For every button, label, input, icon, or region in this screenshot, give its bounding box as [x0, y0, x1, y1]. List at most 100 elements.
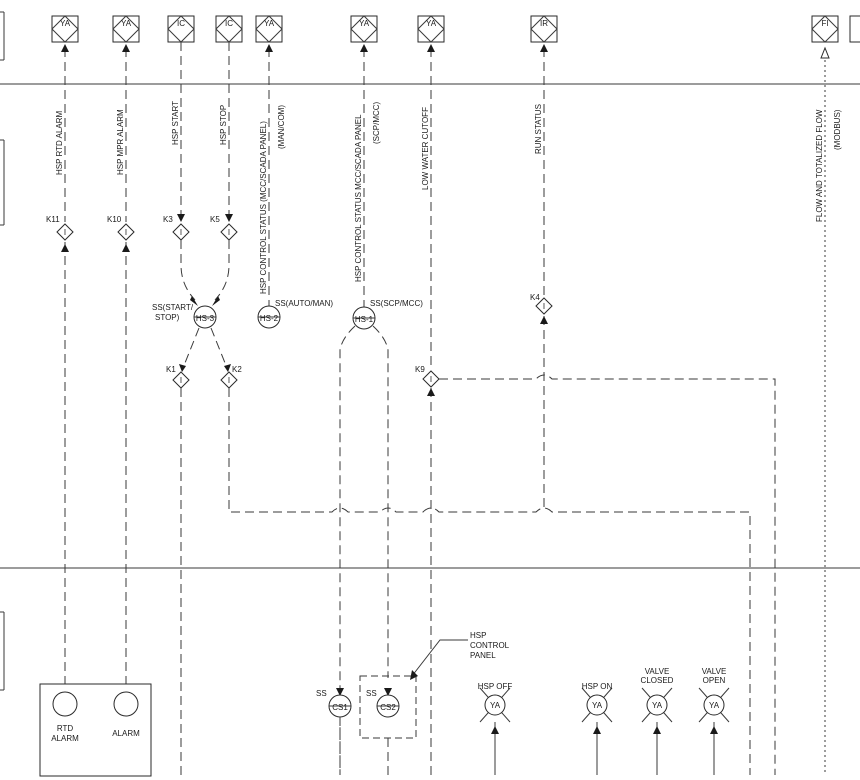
- hsp-panel-leader: [411, 639, 468, 677]
- relay-label: K4: [530, 293, 540, 302]
- hsp-panel-label: HSP: [470, 631, 486, 640]
- tag-box-col-03: IC: [167, 15, 195, 43]
- tag-label: FI: [821, 19, 828, 28]
- svg-text:YA: YA: [652, 701, 663, 710]
- tag-box-col-08: IR: [530, 15, 558, 43]
- arrow-up-icon: [427, 388, 435, 396]
- arrow-up-icon: [427, 44, 435, 52]
- arrow-icon: [224, 364, 231, 372]
- selector-switch-hs1: HS-1 SS(SCP/MCC): [352, 299, 423, 330]
- relay-label: K1: [166, 365, 176, 374]
- relay-label: K11: [46, 215, 60, 224]
- light-label: VALVE: [702, 667, 727, 676]
- hs2-label: SS(AUTO/MAN): [275, 299, 333, 308]
- relay-k11: I K11: [46, 215, 74, 241]
- svg-text:HS-2: HS-2: [260, 314, 279, 323]
- signal-label-modbus: (MODBUS): [833, 109, 842, 150]
- arrow-up-icon: [540, 316, 548, 324]
- tag-box-col-02: YA: [112, 15, 140, 43]
- relay-k9: I K9: [415, 365, 440, 388]
- arrow-up-icon: [653, 726, 661, 734]
- pilot-light-valve-closed: YA VALVE CLOSED: [641, 667, 674, 723]
- relay-k1: I K1: [166, 365, 190, 389]
- svg-text:CS1: CS1: [332, 703, 348, 712]
- tag-label: YA: [121, 19, 132, 28]
- arrow-icon: [410, 670, 418, 680]
- arrow-up-open-icon: [820, 46, 830, 59]
- pilot-light-hsp-off: YA HSP OFF: [478, 682, 512, 723]
- signal-label-man-com: (MAN/COM): [277, 105, 286, 149]
- light-label: CLOSED: [641, 676, 674, 685]
- pilot-light-hsp-on: YA HSP ON: [581, 682, 613, 723]
- tag-box-col-04: IC: [215, 15, 243, 43]
- svg-text:YA: YA: [709, 701, 720, 710]
- light-label: OPEN: [703, 676, 726, 685]
- signal-label-hsp-control-status-scp: HSP CONTROL STATUS MCC/SCADA PANEL: [354, 114, 363, 282]
- hs1-branch-left: [339, 325, 356, 775]
- svg-text:I: I: [180, 228, 182, 237]
- arrow-up-icon: [710, 726, 718, 734]
- tag-box-col-07: YA: [417, 15, 445, 43]
- signal-label-flow-totalized: FLOW AND TOTALIZED FLOW: [815, 109, 824, 222]
- svg-text:ALARM: ALARM: [112, 729, 140, 738]
- rtd-alarm-indicator: RTD ALARM: [51, 691, 79, 743]
- svg-text:ALARM: ALARM: [51, 734, 79, 743]
- tag-label: YA: [359, 19, 370, 28]
- signal-label-hsp-start: HSP START: [171, 101, 180, 145]
- selector-switch-hs2: HS-2 SS(AUTO/MAN): [257, 299, 333, 329]
- svg-text:I: I: [125, 228, 127, 237]
- svg-text:RTD: RTD: [57, 724, 74, 733]
- svg-text:YA: YA: [490, 701, 501, 710]
- svg-text:I: I: [64, 228, 66, 237]
- hsp-panel-label: PANEL: [470, 651, 496, 660]
- relay-label: K5: [210, 215, 220, 224]
- relay-k3: I K3: [163, 215, 190, 241]
- arrow-up-icon: [265, 44, 273, 52]
- arrow-up-icon: [593, 726, 601, 734]
- tag-label: IR: [540, 19, 548, 28]
- light-label: HSP ON: [582, 682, 613, 691]
- signal-label-hsp-control-status-man: HSP CONTROL STATUS (MCC/SCADA PANEL): [259, 121, 268, 294]
- tag-box-col-09: FI: [811, 15, 839, 43]
- light-label: VALVE: [645, 667, 670, 676]
- svg-text:I: I: [228, 228, 230, 237]
- signal-label-run-status: RUN STATUS: [534, 104, 543, 154]
- signal-label-scp-mcc: (SCP/MCC): [372, 101, 381, 144]
- tag-label: IC: [177, 19, 185, 28]
- pilot-light-valve-open: YA VALVE OPEN: [698, 667, 730, 723]
- svg-text:CS2: CS2: [380, 703, 396, 712]
- svg-text:HS-1: HS-1: [355, 315, 374, 324]
- k2-output-line: [228, 388, 751, 775]
- relay-k2: I K2: [220, 365, 242, 389]
- relay-label: K2: [232, 365, 242, 374]
- arrow-icon: [190, 296, 198, 306]
- hs3-input-line-left: [180, 240, 196, 301]
- tag-box-partial: [849, 15, 860, 43]
- arrow-down-icon: [225, 214, 233, 222]
- arrow-up-icon: [491, 726, 499, 734]
- selector-switch-hs3: HS-3 SS(START/ STOP): [152, 303, 217, 329]
- relay-label: K9: [415, 365, 425, 374]
- svg-text:YA: YA: [592, 701, 603, 710]
- ss-label: SS: [366, 689, 377, 698]
- arrow-up-icon: [61, 244, 69, 252]
- svg-text:I: I: [543, 302, 545, 311]
- tag-label: YA: [264, 19, 275, 28]
- k9-output-line: [439, 374, 776, 775]
- arrow-icon: [179, 364, 186, 372]
- control-switch-cs1: CS1 SS: [316, 688, 352, 718]
- signal-label-hsp-mpr-alarm: HSP MPR ALARM: [116, 109, 125, 175]
- tag-box-col-05: YA: [255, 15, 283, 43]
- hs3-label: STOP): [155, 313, 180, 322]
- relay-k5: I K5: [210, 215, 238, 241]
- relay-k10: I K10: [107, 215, 135, 241]
- tag-label: YA: [426, 19, 437, 28]
- svg-text:HS-3: HS-3: [196, 314, 215, 323]
- hs1-branch-right: [372, 325, 389, 678]
- arrow-up-icon: [360, 44, 368, 52]
- signal-label-hsp-rtd-alarm: HSP RTD ALARM: [55, 110, 64, 175]
- tag-label: IC: [225, 19, 233, 28]
- ss-label: SS: [316, 689, 327, 698]
- tag-box-col-01: YA: [51, 15, 79, 43]
